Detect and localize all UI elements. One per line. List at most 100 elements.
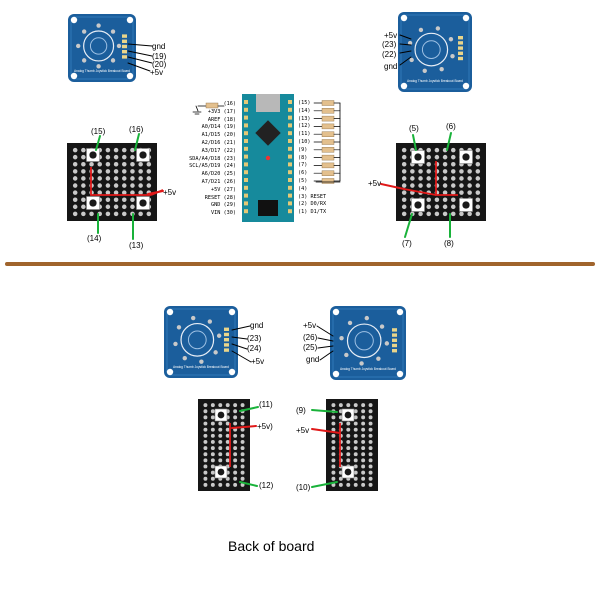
label-pin-23: (23) (382, 40, 397, 49)
wire-5v (316, 325, 334, 337)
perfboard-pad (233, 458, 238, 463)
label-pin-15: (15) (91, 127, 106, 136)
perfboard-pad (122, 162, 127, 167)
perfboard-pad (467, 176, 472, 181)
nano-pin-label: (13) (298, 115, 311, 122)
label-pin-16: (16) (129, 125, 144, 134)
wire-gnd (399, 56, 412, 66)
perfboard-pad (225, 421, 230, 426)
wire-pin-23 (399, 43, 412, 46)
label-gnd: gnd (250, 321, 264, 330)
nano-pin-label: A0/D14 (19) (201, 124, 236, 131)
tactile-button-cap (462, 153, 470, 161)
perfboard-pad (130, 197, 135, 202)
section-divider (5, 262, 595, 266)
resistor (321, 162, 335, 169)
nano-pin-label: (3) RESET (298, 193, 327, 200)
perfboard-pad (233, 403, 238, 408)
perfboard-pad (218, 439, 223, 444)
wire-pin-19 (127, 50, 153, 57)
perfboard-pad (368, 464, 373, 469)
perfboard-pad (410, 169, 415, 174)
perfboard-pad (401, 169, 407, 174)
nano-pin-label: (15) (298, 100, 311, 106)
perfboard-pad (442, 162, 448, 167)
perfboard-pad (475, 197, 481, 202)
header-pad (392, 349, 397, 353)
perfboard-top-left (67, 143, 164, 221)
perfboard-pad (210, 482, 215, 487)
perfboard-pad (418, 169, 423, 174)
solder-pad (213, 350, 218, 355)
perfboard-pad (459, 190, 464, 195)
header-pad (224, 338, 229, 342)
resistor (321, 100, 335, 106)
perfboard-pad (122, 183, 127, 188)
green-wire-pin-10 (311, 481, 338, 488)
perfboard-pad (203, 415, 208, 420)
perfboard-pad (346, 439, 351, 444)
perfboard-pad (426, 154, 431, 160)
caption: Back of board (228, 538, 315, 554)
label-pin-10: (10) (296, 483, 311, 492)
perfboard-pad (210, 403, 215, 408)
perfboard-pad (426, 162, 431, 167)
perfboard-pad (353, 427, 358, 432)
label-gnd: gnd (152, 42, 166, 51)
perfboard-pad (426, 211, 431, 217)
header-pad (224, 348, 229, 352)
perfboard-pad (138, 162, 143, 167)
perfboard-pad (240, 470, 245, 475)
pcb-outline (70, 16, 134, 80)
perfboard-pad (368, 458, 373, 463)
red-wire-5v-in (403, 188, 437, 196)
perfboard-pad (113, 162, 119, 167)
solder-pad (409, 57, 414, 63)
perfboard-pad (233, 464, 238, 469)
nano-pin-label: A2/D16 (21) (201, 140, 236, 146)
header-pad (122, 55, 127, 59)
perfboard-pad (368, 427, 373, 432)
perfboard-pad (146, 169, 152, 174)
perfboard-pad (240, 439, 245, 444)
perfboard-pad (451, 176, 456, 181)
mounting-hole (166, 368, 174, 376)
perfboard-pad (353, 409, 358, 414)
perfboard-pad (122, 169, 127, 174)
perfboard-pad (426, 183, 431, 188)
header-pad (122, 44, 127, 49)
nano-pin (288, 201, 292, 206)
pcb-outline (166, 308, 236, 376)
label-pin-7: (7) (402, 239, 412, 248)
perfboard-pad (331, 433, 336, 438)
perfboard-pad (353, 446, 358, 451)
perfboard-pad (122, 154, 127, 160)
perfboard-pad (138, 211, 143, 217)
nano-pin (244, 178, 248, 182)
solder-pad (450, 53, 455, 59)
joystick-inner-ring (187, 330, 207, 350)
perfboard-pad (218, 458, 223, 463)
perfboard-pad (361, 482, 366, 487)
perfboard-pad (218, 482, 223, 487)
green-wire-pin-11 (239, 406, 259, 412)
arduino-nano (242, 94, 294, 222)
resistor (321, 108, 335, 114)
nano-pin (288, 178, 292, 182)
perfboard-pad (331, 427, 336, 432)
perfboard-pad (434, 154, 440, 160)
perfboard-pad (105, 162, 111, 167)
tactile-button-cap (217, 468, 225, 476)
joystick-board-top-left: Analog Thumb Joystick Breakout Board (68, 14, 136, 82)
wire-pin-22 (399, 50, 412, 54)
header-pad (392, 328, 397, 332)
perfboard-pad (353, 421, 358, 426)
joystick-inner-ring (421, 40, 441, 59)
nano-pin-label: A3/D17 (22) (201, 147, 236, 154)
red-wire-5v-label (380, 183, 405, 190)
wire-pin-24 (231, 343, 248, 350)
perfboard-pad (130, 204, 135, 210)
perfboard-pad (418, 176, 423, 181)
perfboard-pad (361, 415, 366, 420)
